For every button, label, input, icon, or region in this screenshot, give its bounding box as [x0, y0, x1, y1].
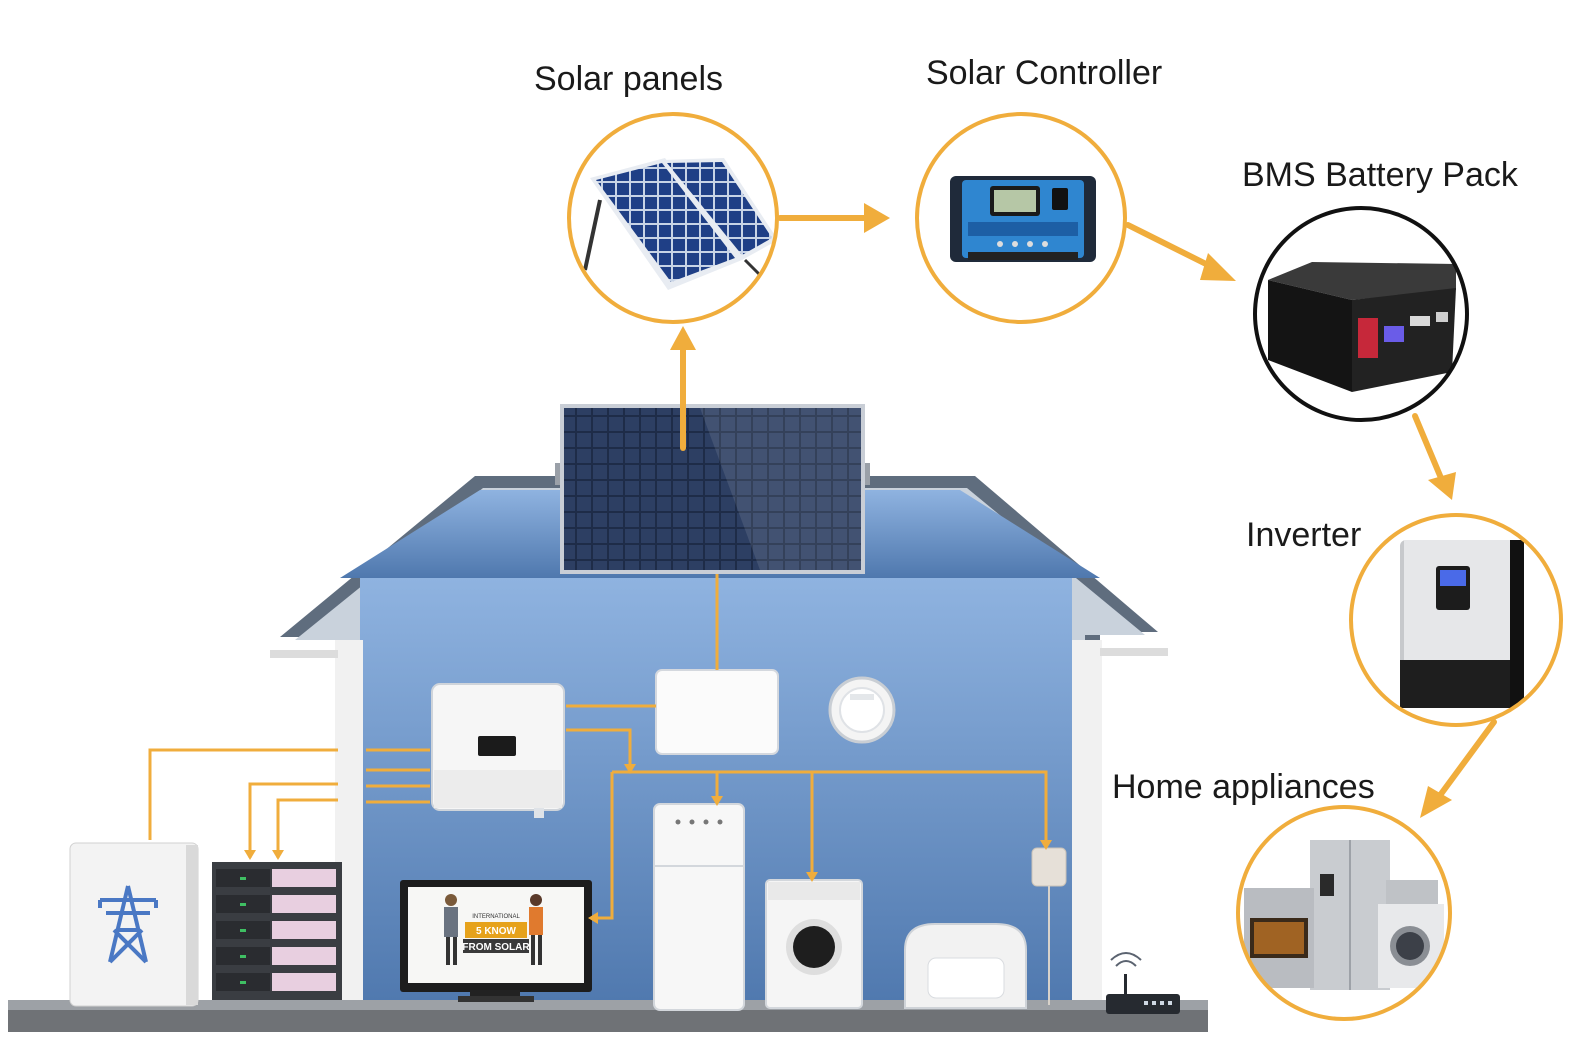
label-bms-battery-pack: BMS Battery Pack [1242, 156, 1518, 194]
power-tower-icon [98, 885, 158, 964]
tv-line2: 5 KNOW [476, 926, 517, 937]
wifi-router [1106, 952, 1180, 1014]
solar-controller-node [915, 112, 1127, 324]
ground-slab [8, 1008, 1208, 1032]
ground-top [8, 1000, 1208, 1010]
smart-meter [828, 676, 896, 744]
arrow-bms-to-inverter [1412, 413, 1444, 481]
home-appliances-node [1236, 805, 1452, 1021]
flow-arrows [680, 215, 1497, 797]
bms-battery-node [1253, 206, 1469, 422]
wiring-arrowheads [244, 764, 1052, 924]
right-eave [1100, 648, 1168, 656]
right-wall-section [1072, 640, 1102, 1010]
house-wiring [148, 574, 1048, 920]
label-home-appliances: Home appliances [1112, 768, 1375, 806]
arrow-controller-to-bms [1125, 222, 1217, 271]
television: INTERNATIONAL 5 KNOW FROM SOLAR [400, 880, 592, 1002]
arrow-inverter-to-appliances [1438, 719, 1497, 797]
washing-machine [765, 879, 863, 1009]
armchair [904, 923, 1027, 1009]
tv-line3: FROM SOLAR [462, 942, 530, 953]
label-solar-panels: Solar panels [534, 60, 724, 98]
inverter-node [1349, 513, 1563, 727]
label-solar-controller: Solar Controller [926, 54, 1163, 92]
battery-stack [212, 862, 342, 1000]
left-eave [270, 650, 338, 658]
house-inverter [431, 683, 565, 818]
tv-line1: INTERNATIONAL [472, 914, 520, 920]
label-inverter: Inverter [1246, 516, 1362, 554]
wall-socket [1031, 847, 1067, 1005]
solar-panels-node [567, 112, 779, 324]
rooftop-solar-panel [555, 404, 870, 574]
combiner-box [655, 669, 779, 755]
refrigerator [653, 803, 745, 1011]
flow-arrowheads [670, 203, 1456, 818]
grid-cabinet [69, 842, 199, 1007]
